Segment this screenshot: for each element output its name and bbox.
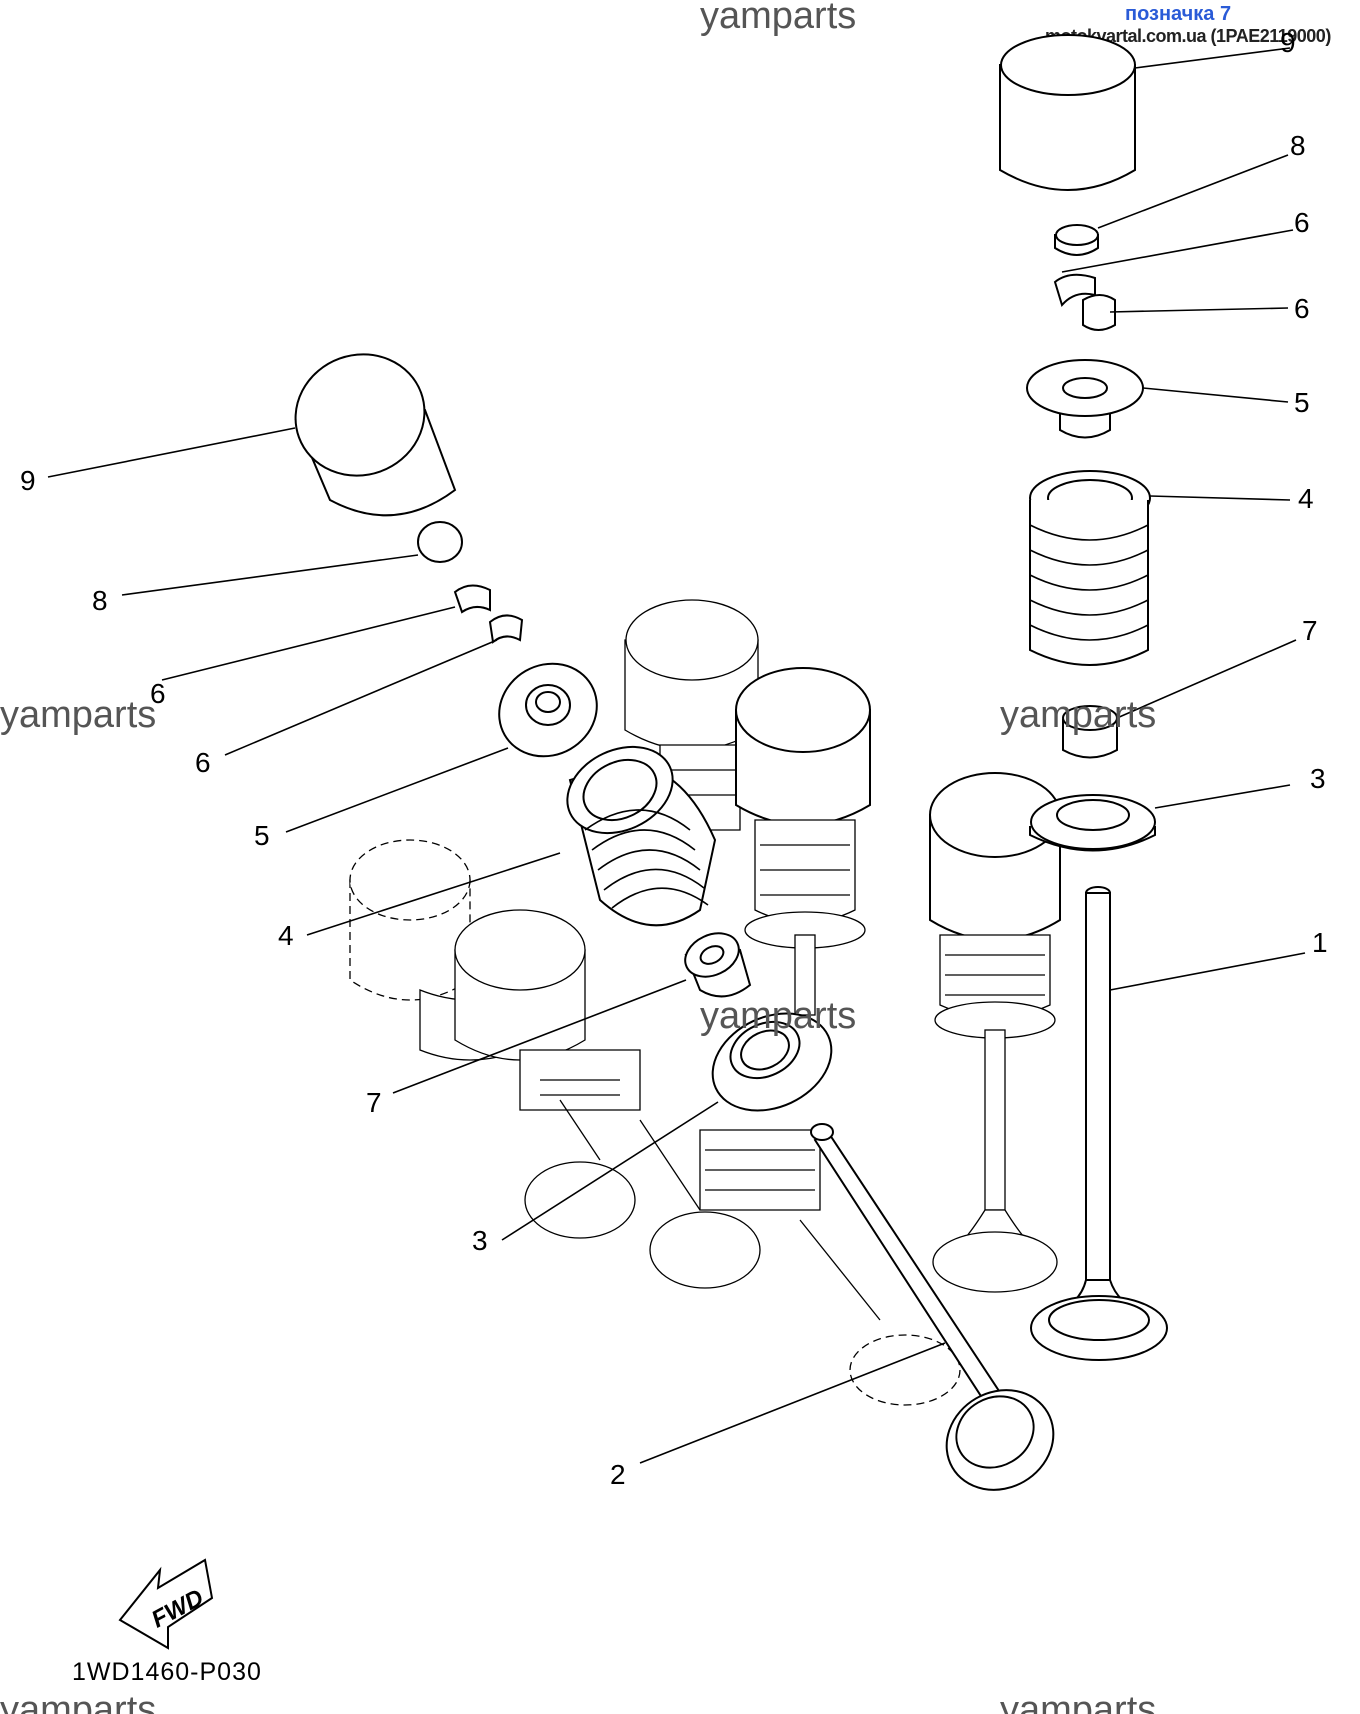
callout-7-right: 7 bbox=[1302, 615, 1318, 646]
callout-3-right: 3 bbox=[1310, 763, 1326, 794]
callout-3-left: 3 bbox=[472, 1225, 488, 1256]
left-valve-lifter-9 bbox=[294, 353, 457, 517]
callouts: 9 8 6 6 5 4 7 3 1 2 3 7 4 5 6 6 8 9 bbox=[20, 27, 1328, 1490]
ghost-bucket-2 bbox=[454, 909, 641, 1111]
callout-4-left: 4 bbox=[278, 920, 294, 951]
ghost-bucket-4 bbox=[735, 667, 871, 1016]
left-shim-8 bbox=[417, 521, 463, 563]
left-valve-seal-7 bbox=[684, 932, 752, 998]
ghost-valves bbox=[524, 1099, 961, 1406]
right-valve-seal-7 bbox=[1062, 705, 1118, 759]
left-cotter-6b bbox=[488, 614, 524, 644]
left-valve-2 bbox=[810, 1123, 1055, 1491]
source-label: motokvartal.com.ua (1PAE2119000) bbox=[1045, 26, 1331, 46]
callout-5-left: 5 bbox=[254, 820, 270, 851]
callout-1: 1 bbox=[1312, 927, 1328, 958]
left-spring-seat-3 bbox=[711, 1012, 833, 1112]
fwd-arrow-icon: FWD bbox=[118, 1558, 214, 1650]
watermark-right: yamparts bbox=[1000, 694, 1156, 736]
callout-5-right: 5 bbox=[1294, 387, 1310, 418]
callout-8-right: 8 bbox=[1290, 130, 1306, 161]
watermark-bottom-left: yamparts bbox=[0, 1689, 156, 1714]
left-valve-spring-4 bbox=[566, 745, 717, 927]
left-cotter-6a bbox=[453, 584, 491, 614]
right-valve-lifter-9 bbox=[999, 34, 1136, 191]
leader-lines bbox=[47, 47, 1306, 1464]
callout-4-right: 4 bbox=[1298, 483, 1314, 514]
left-retainer-5 bbox=[498, 662, 598, 758]
right-spring-seat-3 bbox=[1029, 794, 1156, 852]
right-shim-8 bbox=[1054, 224, 1099, 256]
right-valve-spring-4 bbox=[1029, 470, 1151, 666]
left-stack bbox=[294, 353, 1055, 1491]
watermark-top: yamparts bbox=[700, 0, 856, 37]
callout-6-right-a: 6 bbox=[1294, 207, 1310, 238]
watermark-left: yamparts bbox=[0, 694, 156, 736]
callout-7-left: 7 bbox=[366, 1087, 382, 1118]
diagram-code: 1WD1460-P030 bbox=[72, 1658, 262, 1686]
right-cotter-6b bbox=[1082, 294, 1116, 331]
bookmark-link[interactable]: позначка 7 bbox=[1125, 3, 1232, 25]
callout-6-right-b: 6 bbox=[1294, 293, 1310, 324]
callout-9-right: 9 bbox=[1280, 27, 1296, 58]
callout-2: 2 bbox=[610, 1459, 626, 1490]
callout-6-left-a: 6 bbox=[150, 678, 166, 709]
watermark-bottom-right: yamparts bbox=[1000, 1689, 1156, 1714]
callout-9-left: 9 bbox=[20, 465, 36, 496]
callout-6-left-b: 6 bbox=[195, 747, 211, 778]
right-valve-1 bbox=[1030, 886, 1168, 1361]
right-retainer-5 bbox=[1026, 359, 1144, 439]
callout-8-left: 8 bbox=[92, 585, 108, 616]
ghost-bucket-5 bbox=[929, 772, 1061, 1293]
watermark-center: yamparts bbox=[700, 995, 856, 1037]
watermarks: yamparts yamparts yamparts yamparts yamp… bbox=[0, 0, 1156, 1714]
